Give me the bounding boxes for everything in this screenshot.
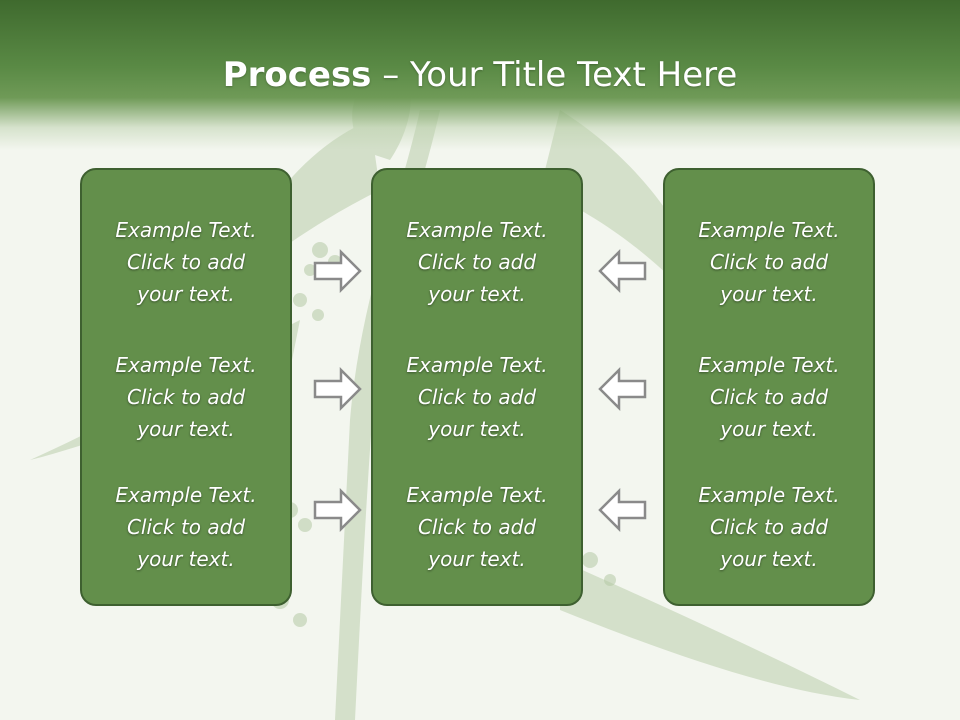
text-line: Click to add: [126, 250, 246, 274]
arrow-left-icon[interactable]: [597, 488, 647, 532]
text-line: your text.: [720, 547, 818, 571]
text-line: your text.: [720, 282, 818, 306]
text-line: your text.: [137, 547, 235, 571]
text-block[interactable]: Example Text. Click to add your text.: [373, 349, 581, 445]
text-line: Example Text.: [698, 483, 840, 507]
text-line: Example Text.: [115, 353, 257, 377]
text-line: Click to add: [417, 250, 537, 274]
text-block[interactable]: Example Text. Click to add your text.: [665, 479, 873, 575]
text-block[interactable]: Example Text. Click to add your text.: [82, 349, 290, 445]
arrow-right-icon[interactable]: [313, 488, 363, 532]
text-line: your text.: [428, 547, 526, 571]
text-line: Click to add: [417, 385, 537, 409]
text-line: Example Text.: [406, 353, 548, 377]
title-bold-part: Process: [222, 55, 372, 95]
arrow-right-icon[interactable]: [313, 367, 363, 411]
arrow-left-icon[interactable]: [597, 249, 647, 293]
text-block[interactable]: Example Text. Click to add your text.: [665, 214, 873, 310]
arrow-right-icon[interactable]: [313, 249, 363, 293]
text-line: your text.: [137, 417, 235, 441]
text-line: your text.: [720, 417, 818, 441]
slide-title[interactable]: Process – Your Title Text Here: [0, 52, 960, 98]
text-block[interactable]: Example Text. Click to add your text.: [373, 214, 581, 310]
text-line: Example Text.: [115, 218, 257, 242]
text-block[interactable]: Example Text. Click to add your text.: [373, 479, 581, 575]
text-line: Example Text.: [698, 353, 840, 377]
text-line: Click to add: [709, 250, 829, 274]
text-block[interactable]: Example Text. Click to add your text.: [665, 349, 873, 445]
text-line: Example Text.: [406, 218, 548, 242]
text-line: Example Text.: [115, 483, 257, 507]
text-line: Example Text.: [406, 483, 548, 507]
header-band: [0, 0, 960, 150]
text-line: Click to add: [709, 385, 829, 409]
text-line: Click to add: [126, 385, 246, 409]
text-line: your text.: [428, 282, 526, 306]
text-line: Click to add: [709, 515, 829, 539]
text-line: your text.: [137, 282, 235, 306]
text-box-left[interactable]: Example Text. Click to add your text. Ex…: [80, 168, 292, 606]
text-line: Click to add: [126, 515, 246, 539]
title-rest-part: – Your Title Text Here: [371, 55, 738, 95]
text-line: your text.: [428, 417, 526, 441]
text-box-right[interactable]: Example Text. Click to add your text. Ex…: [663, 168, 875, 606]
text-box-center[interactable]: Example Text. Click to add your text. Ex…: [371, 168, 583, 606]
text-block[interactable]: Example Text. Click to add your text.: [82, 214, 290, 310]
text-line: Example Text.: [698, 218, 840, 242]
arrow-left-icon[interactable]: [597, 367, 647, 411]
text-block[interactable]: Example Text. Click to add your text.: [82, 479, 290, 575]
text-line: Click to add: [417, 515, 537, 539]
